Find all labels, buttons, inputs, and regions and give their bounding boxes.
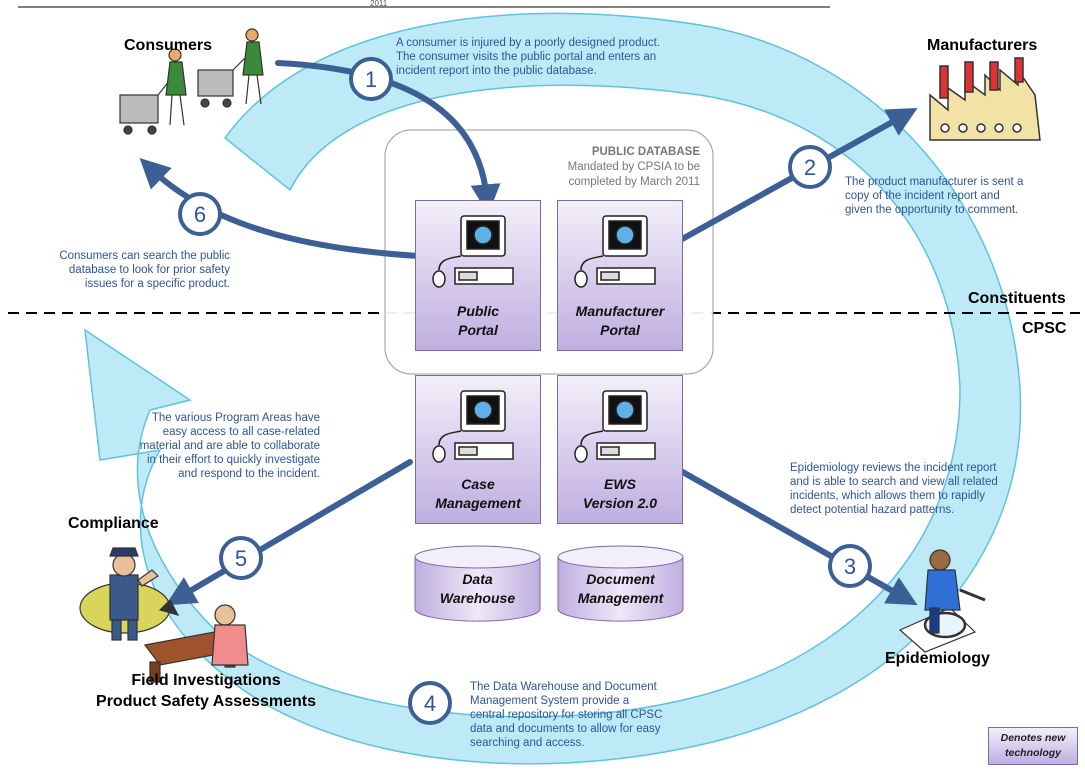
step-4-note: The Data Warehouse and Document Manageme… (470, 680, 740, 750)
step-3-line-4: detect potential hazard patterns. (790, 504, 955, 516)
public-portal-box: Public Portal (415, 200, 541, 351)
manufacturer-portal-line-1: Manufacturer (575, 303, 665, 319)
police-officer-icon (79, 547, 171, 641)
magnifier-scientist-icon (898, 549, 986, 653)
public-database-title: PUBLIC DATABASE (591, 146, 700, 158)
cpsc-label: CPSC (1022, 320, 1067, 337)
step-3-line-2: and is able to search and view all relat… (790, 476, 998, 488)
arrow-2 (672, 107, 918, 246)
arrow-6 (139, 158, 421, 259)
step-2-number: 2 (804, 155, 816, 180)
investigator-desk-icon (143, 599, 249, 683)
step-3-line-1: Epidemiology reviews the incident report (790, 462, 997, 474)
public-database-heading: PUBLIC DATABASE Mandated by CPSIA to be … (520, 145, 700, 190)
step-2-line-1: The product manufacturer is sent a (845, 176, 1024, 188)
step-1-number: 1 (365, 67, 377, 92)
compliance-label: Compliance (68, 515, 159, 532)
step-1-note: A consumer is injured by a poorly design… (396, 36, 726, 78)
step-6-note: Consumers can search the public database… (20, 249, 230, 291)
step-2-line-3: given the opportunity to comment. (845, 204, 1019, 216)
step-3-note: Epidemiology reviews the incident report… (790, 461, 1080, 517)
step-3-number: 3 (844, 554, 856, 579)
step-1-line-1: A consumer is injured by a poorly design… (396, 37, 661, 49)
public-database-line-2: completed by March 2011 (568, 176, 700, 188)
public-portal-line-2: Portal (458, 322, 498, 338)
step-5-line-2: easy access to all case-related (162, 426, 320, 438)
step-4-line-3: central repository for storing all CPSC (470, 709, 663, 721)
ews-line-1: EWS (604, 476, 636, 492)
computer-icon (432, 215, 514, 288)
manufacturer-portal-line-2: Portal (600, 322, 640, 338)
database-cylinder-icon (414, 545, 541, 622)
document-management-cylinder: Document Management (557, 545, 684, 623)
legend-line-1: Denotes new (1000, 732, 1066, 744)
new-technology-legend: Denotes new technology (988, 727, 1078, 765)
step-5-badge (219, 536, 263, 580)
public-database-line-1: Mandated by CPSIA to be (567, 161, 700, 173)
step-2-badge (788, 145, 832, 189)
legend-line-2: technology (1004, 747, 1061, 759)
computer-icon (432, 390, 514, 463)
data-warehouse-line-2: Warehouse (439, 590, 516, 606)
ews-box: EWS Version 2.0 (557, 375, 683, 524)
step-5-number: 5 (235, 546, 247, 571)
arrow-1 (275, 60, 501, 215)
field-line-2: Product Safety Assessments (96, 693, 316, 710)
step-3-line-3: incidents, which allows them to rapidly (790, 490, 985, 502)
step-5-line-1: The various Program Areas have (151, 412, 320, 424)
step-4-line-4: data and documents to allow for easy (470, 723, 661, 735)
public-portal-line-1: Public (456, 303, 499, 319)
step-1-line-3: incident report into the public database… (396, 65, 597, 77)
document-management-line-2: Management (577, 590, 664, 606)
computer-icon (574, 215, 656, 288)
step-6-line-1: Consumers can search the public (59, 250, 230, 262)
case-management-line-2: Management (435, 495, 521, 511)
step-5-line-5: and respond to the incident. (178, 468, 320, 480)
consumers-label: Consumers (124, 37, 213, 54)
step-6-number: 6 (194, 202, 206, 227)
step-4-line-5: searching and access. (470, 737, 585, 749)
factory-icon (929, 57, 1041, 141)
case-management-box: Case Management (415, 375, 541, 524)
field-line-1: Field Investigations (131, 672, 281, 689)
database-cylinder-icon (557, 545, 684, 622)
epidemiology-label: Epidemiology (885, 650, 990, 667)
computer-icon (574, 390, 656, 463)
cycle-arrow (84, 12, 1022, 765)
step-5-line-4: in their effort to quickly investigate (146, 454, 320, 466)
step-4-line-2: Management System provide a (470, 695, 630, 707)
field-investigations-label: Field Investigations Product Safety Asse… (76, 670, 336, 712)
constituents-label: Constituents (968, 290, 1066, 307)
arrow-5 (165, 459, 413, 606)
step-4-number: 4 (424, 691, 436, 716)
step-6-line-2: database to look for prior safety (68, 264, 230, 276)
case-management-line-1: Case (461, 476, 495, 492)
step-1-line-2: The consumer visits the public portal an… (396, 51, 657, 63)
step-1-badge (349, 57, 393, 101)
step-2-note: The product manufacturer is sent a copy … (845, 175, 1075, 217)
ews-line-2: Version 2.0 (582, 495, 658, 511)
shopping-cart-consumer-icon (119, 28, 264, 135)
data-warehouse-line-1: Data (462, 571, 493, 587)
manufacturer-portal-box: Manufacturer Portal (557, 200, 683, 351)
step-5-line-3: material and are able to collaborate (139, 440, 320, 452)
step-5-note: The various Program Areas have easy acce… (70, 411, 320, 481)
top-caption: 2011 (370, 0, 388, 8)
step-2-line-2: copy of the incident report and (845, 190, 1000, 202)
step-4-line-1: The Data Warehouse and Document (470, 681, 657, 693)
manufacturers-label: Manufacturers (927, 37, 1038, 54)
step-3-badge (828, 544, 872, 588)
document-management-line-1: Document (586, 571, 655, 587)
step-4-badge (408, 681, 452, 725)
data-warehouse-cylinder: Data Warehouse (414, 545, 541, 623)
step-6-badge (178, 192, 222, 236)
step-6-line-3: issues for a specific product. (84, 278, 230, 290)
